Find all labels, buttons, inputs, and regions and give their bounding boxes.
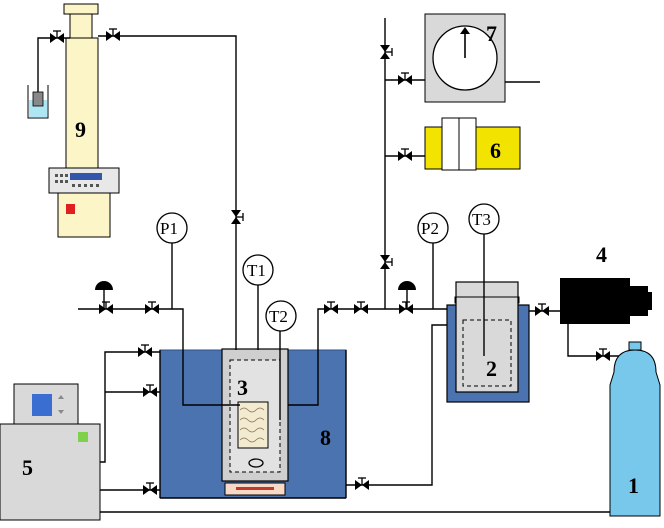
pressure-gauge-p2 bbox=[417, 212, 449, 244]
t2-label: T2 bbox=[269, 307, 288, 326]
gas-cylinder bbox=[609, 341, 661, 517]
vacuum-pump bbox=[560, 278, 652, 324]
pressure-gauge-p1 bbox=[156, 212, 188, 244]
syringe-cap bbox=[63, 3, 99, 15]
temperature-sensor-t3 bbox=[468, 203, 500, 235]
flow-meter-label: 6 bbox=[490, 138, 501, 163]
p2-label: P2 bbox=[421, 219, 439, 238]
reference-cell-label: 2 bbox=[486, 356, 497, 381]
syringe-pump-base bbox=[57, 192, 111, 238]
thermostat-display bbox=[32, 394, 52, 416]
thermostat-indicator bbox=[78, 432, 88, 442]
pressure-recorder-label: 7 bbox=[486, 21, 497, 46]
syringe-pump-label: 9 bbox=[75, 117, 86, 142]
reference-cell bbox=[455, 281, 519, 393]
pressure-regulator-icon bbox=[95, 281, 113, 309]
sample-cell-label: 3 bbox=[237, 375, 248, 400]
t3-label: T3 bbox=[472, 210, 491, 229]
sample-bed bbox=[237, 401, 269, 449]
p1-label: P1 bbox=[160, 219, 178, 238]
thermostat-label: 5 bbox=[22, 455, 33, 480]
vacuum-pump-label: 4 bbox=[596, 242, 607, 267]
temperature-sensor-t1 bbox=[242, 254, 274, 286]
alarm-indicator bbox=[66, 204, 75, 214]
syringe-pump-controller bbox=[48, 167, 120, 194]
water-bath-label: 8 bbox=[320, 425, 331, 450]
t1-label: T1 bbox=[247, 261, 266, 280]
syringe-barrel bbox=[65, 37, 99, 169]
temperature-sensor-t2 bbox=[265, 300, 297, 332]
gas-cylinder-label: 1 bbox=[628, 473, 639, 498]
pressure-regulator-2-icon bbox=[398, 281, 416, 309]
stirrer-icon bbox=[248, 458, 264, 468]
